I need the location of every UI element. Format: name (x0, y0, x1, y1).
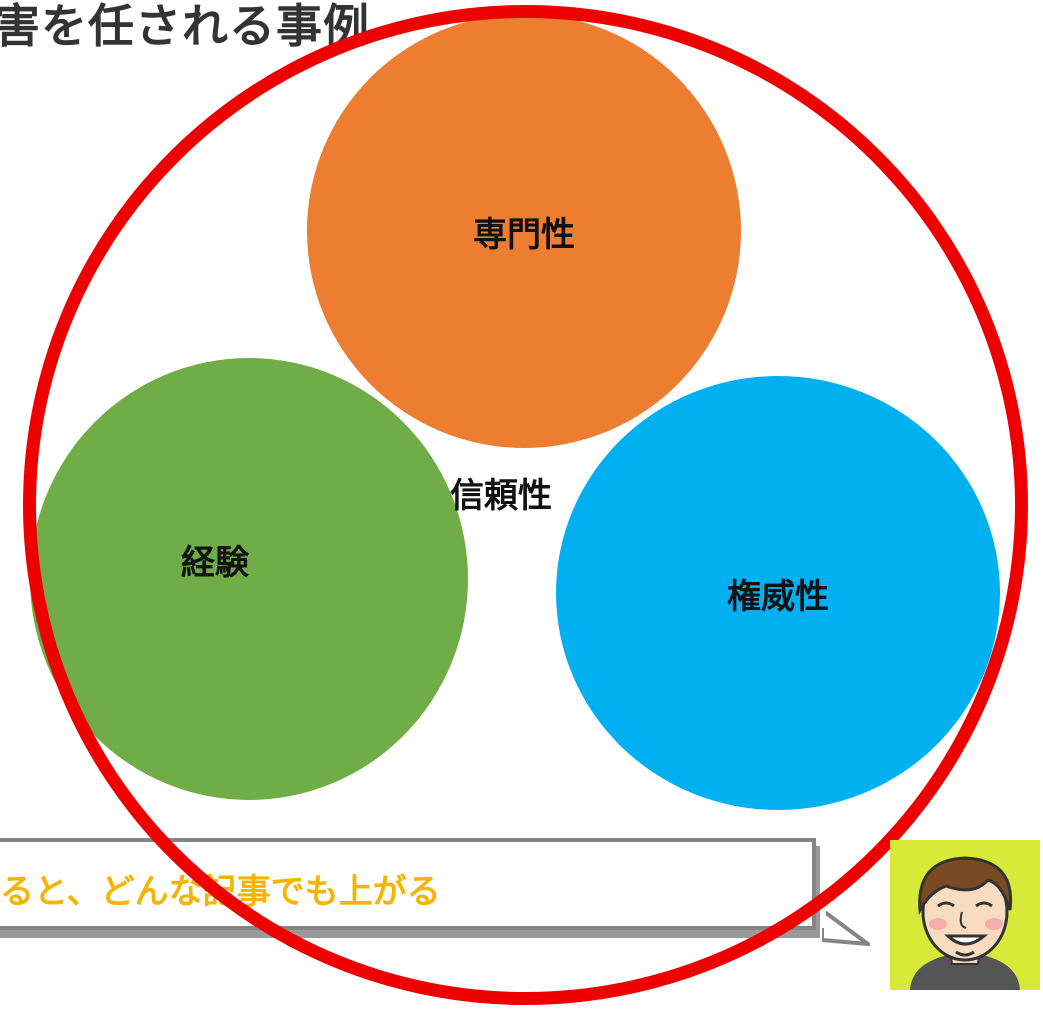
speech-bubble (0, 838, 816, 930)
smiling-man-avatar-icon (890, 840, 1040, 990)
diagram-title: 害を任される事例 (0, 0, 370, 53)
circle-authority-label: 権威性 (727, 576, 829, 617)
speech-bubble-text: ると、どんな記事でも上がる (0, 872, 441, 912)
circle-expertise: 専門性 (307, 14, 741, 448)
speech-bubble-tail (822, 910, 870, 946)
center-trust-label: 信頼性 (450, 476, 552, 516)
circle-authority: 権威性 (556, 376, 1000, 810)
circle-expertise-label: 専門性 (473, 214, 575, 255)
circle-experience: 経験 (30, 358, 468, 800)
circle-experience-label: 経験 (181, 542, 249, 583)
